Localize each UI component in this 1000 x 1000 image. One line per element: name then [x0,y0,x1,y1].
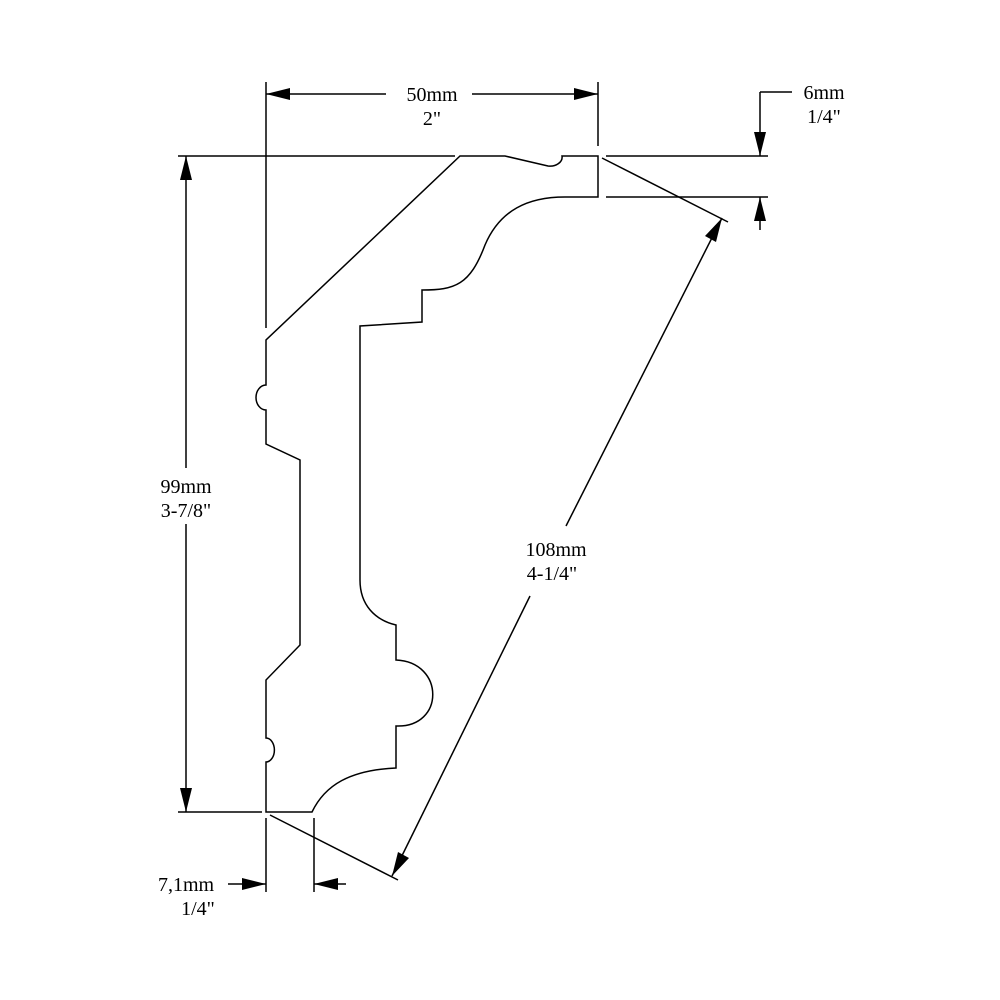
diagonal-metric-label: 108mm [525,539,587,561]
diagonal-imperial-label: 4-1/4" [527,563,577,585]
height-arrow-bottom [180,788,192,812]
moulding-profile [255,155,599,813]
height-metric-label: 99mm [160,476,212,498]
diagonal-ext-top [601,157,729,223]
bottom-lip-imperial-label: 1/4" [181,898,215,920]
bottom-lip-arrow-left [242,878,266,890]
bottom-lip-arrow-right [314,878,338,890]
top-lip-imperial-label: 1/4" [807,106,841,128]
height-arrow-top [180,156,192,180]
top-width-metric-label: 50mm [406,84,458,106]
height-imperial-label: 3-7/8" [161,500,211,522]
top-lip-arrow-bottom [754,197,766,221]
top-width-arrow-left [266,88,290,100]
diagonal-dim-line-top [565,217,723,527]
diagonal-arrow-bottom [392,852,409,876]
top-lip-metric-label: 6mm [803,82,845,104]
top-lip-arrow-top [754,132,766,156]
diagonal-arrow-top [705,218,722,242]
diagonal-dim-line-bottom [391,595,531,877]
diagonal-ext-bottom [269,814,399,881]
top-width-imperial-label: 2" [423,108,441,130]
top-width-arrow-right [574,88,598,100]
bottom-lip-metric-label: 7,1mm [158,874,215,896]
